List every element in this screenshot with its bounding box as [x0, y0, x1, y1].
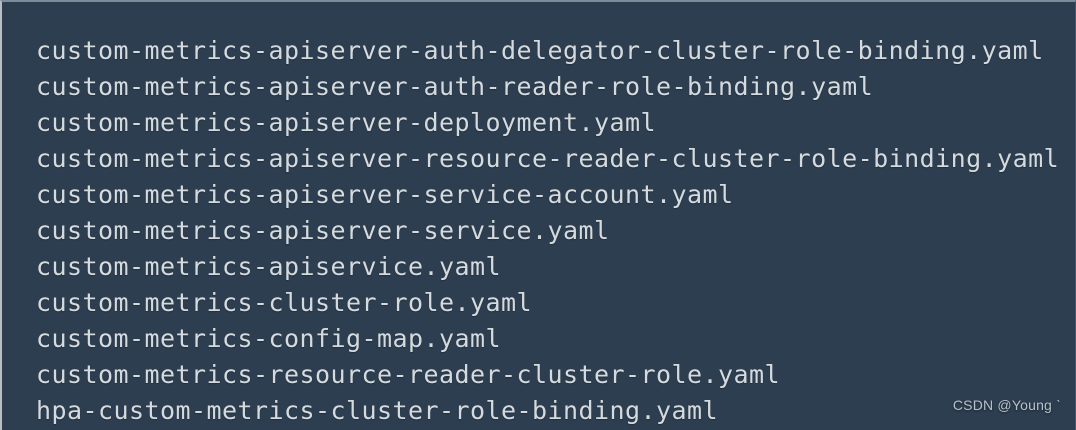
file-line: custom-metrics-apiserver-deployment.yaml: [36, 108, 657, 137]
file-line: custom-metrics-apiserver-service.yaml: [36, 216, 610, 245]
file-line: custom-metrics-config-map.yaml: [36, 324, 502, 353]
file-line: custom-metrics-cluster-role.yaml: [36, 288, 533, 317]
file-line: custom-metrics-apiserver-auth-delegator-…: [36, 36, 1044, 65]
file-line: custom-metrics-apiserver-service-account…: [36, 180, 734, 209]
file-line: custom-metrics-apiservice.yaml: [36, 252, 502, 281]
file-line: custom-metrics-apiserver-auth-reader-rol…: [36, 72, 874, 101]
file-line: hpa-custom-metrics-cluster-role-binding.…: [36, 396, 719, 425]
csdn-watermark: CSDN @Young ˋ: [952, 397, 1061, 413]
file-line: custom-metrics-resource-reader-cluster-r…: [36, 360, 781, 389]
file-line: custom-metrics-apiserver-resource-reader…: [36, 144, 1060, 173]
